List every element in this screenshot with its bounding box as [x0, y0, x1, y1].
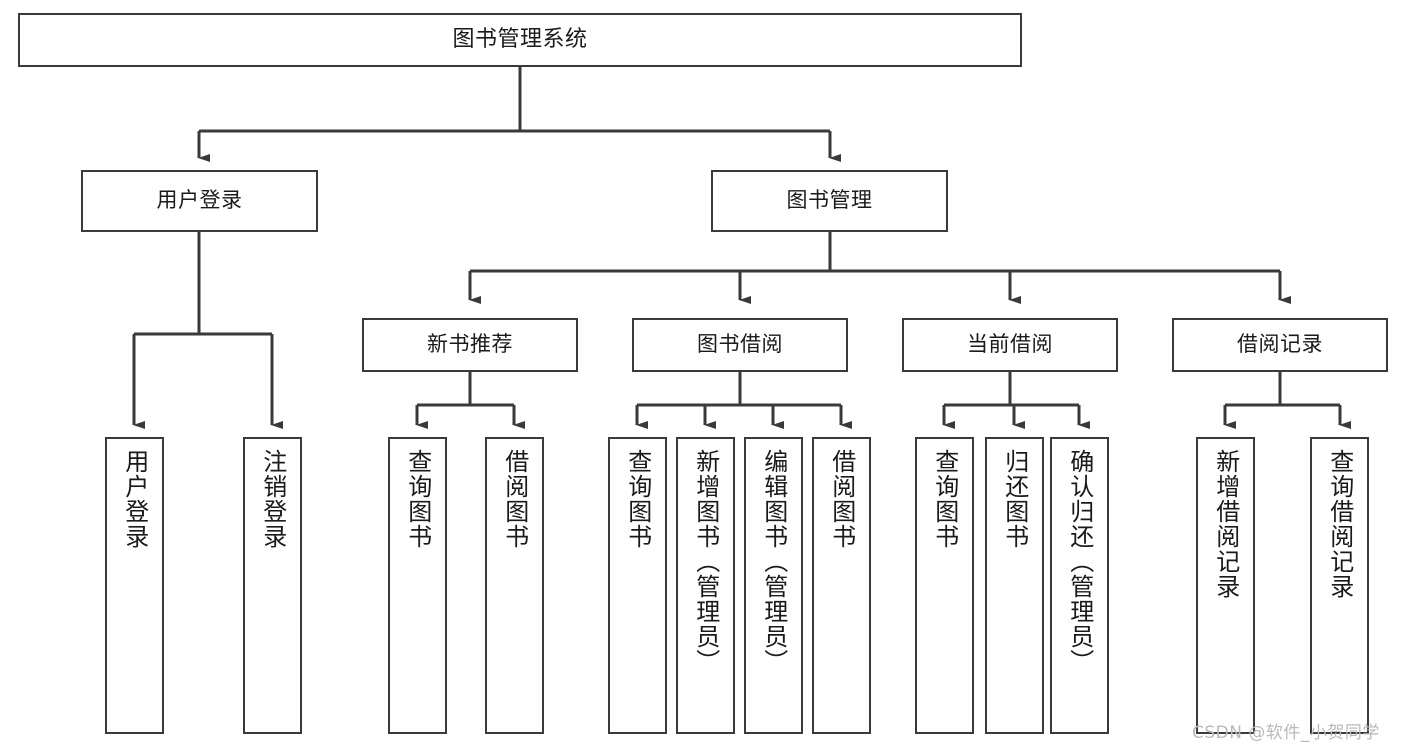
node-leaf-confirm-return-admin[interactable]: 确认归还（管理员）	[1050, 437, 1109, 734]
node-leaf-borrow-book[interactable]: 借阅图书	[812, 437, 871, 734]
node-label: 确认归还（管理员）	[1065, 449, 1094, 674]
csdn-watermark: CSDN @软件_小贺同学	[1192, 723, 1380, 743]
node-leaf-edit-book-admin[interactable]: 编辑图书（管理员）	[744, 437, 803, 734]
node-label: 新增借阅记录	[1211, 449, 1240, 599]
node-label: 编辑图书（管理员）	[759, 449, 788, 674]
node-leaf-query-book-recommend[interactable]: 查询图书	[388, 437, 447, 734]
node-leaf-query-book-current[interactable]: 查询图书	[915, 437, 974, 734]
node-label: 当前借阅	[967, 332, 1053, 357]
node-label: 用户登录	[120, 449, 149, 549]
node-leaf-return-book[interactable]: 归还图书	[985, 437, 1044, 734]
node-label: 查询图书	[930, 449, 959, 549]
node-current-borrow[interactable]: 当前借阅	[902, 318, 1118, 372]
node-label: 新增图书（管理员）	[691, 449, 720, 674]
node-label: 图书借阅	[697, 332, 783, 357]
node-label: 借阅记录	[1237, 332, 1323, 357]
node-leaf-add-book-admin[interactable]: 新增图书（管理员）	[676, 437, 735, 734]
node-borrow-records[interactable]: 借阅记录	[1172, 318, 1388, 372]
node-label: 借阅图书	[500, 449, 529, 549]
node-label: 查询借阅记录	[1325, 449, 1354, 599]
node-user-login[interactable]: 用户登录	[81, 170, 318, 232]
node-new-book-recommend[interactable]: 新书推荐	[362, 318, 578, 372]
node-leaf-add-borrow-record[interactable]: 新增借阅记录	[1196, 437, 1255, 734]
node-leaf-user-login[interactable]: 用户登录	[105, 437, 164, 734]
node-label: 注销登录	[258, 449, 287, 549]
node-leaf-query-borrow-record[interactable]: 查询借阅记录	[1310, 437, 1369, 734]
node-label: 图书管理	[786, 188, 873, 213]
node-leaf-borrow-book-recommend[interactable]: 借阅图书	[485, 437, 544, 734]
node-leaf-logout[interactable]: 注销登录	[243, 437, 302, 734]
node-label: 归还图书	[1000, 449, 1029, 549]
node-leaf-query-book-borrow[interactable]: 查询图书	[608, 437, 667, 734]
node-root-system[interactable]: 图书管理系统	[18, 13, 1022, 67]
node-label: 图书管理系统	[452, 27, 588, 53]
node-book-management[interactable]: 图书管理	[711, 170, 948, 232]
node-label: 用户登录	[156, 188, 243, 213]
node-label: 借阅图书	[827, 449, 856, 549]
node-label: 新书推荐	[427, 332, 513, 357]
node-label: 查询图书	[623, 449, 652, 549]
node-label: 查询图书	[403, 449, 432, 549]
node-book-borrow[interactable]: 图书借阅	[632, 318, 848, 372]
